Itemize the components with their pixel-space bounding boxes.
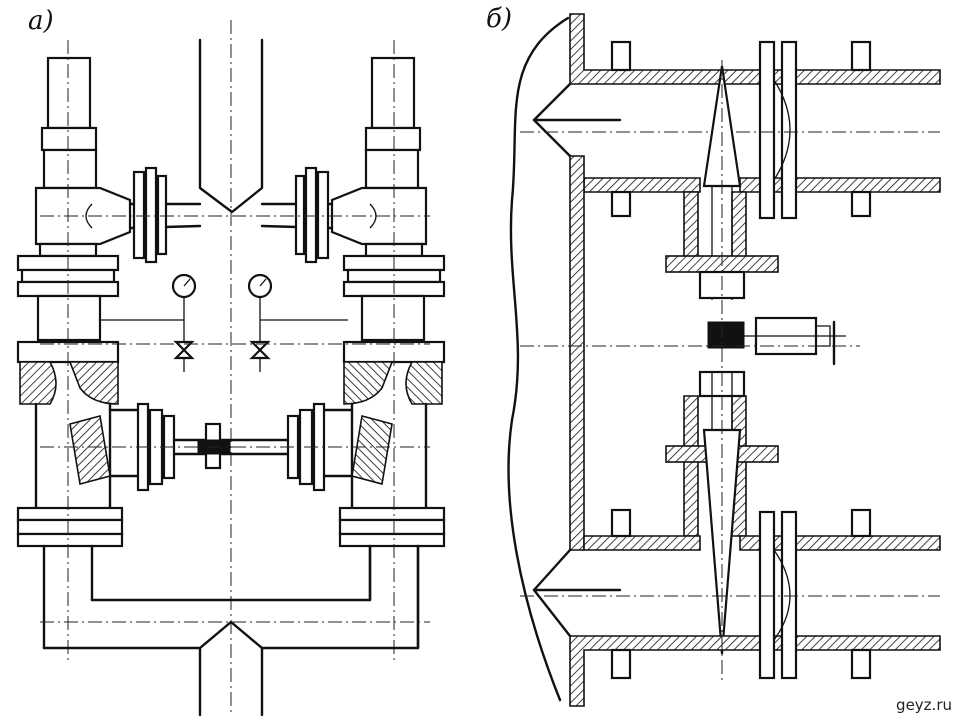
panel-b-drawing [507,13,941,707]
right-pressure-gauge [247,273,348,372]
lower-pipeline [520,60,941,707]
watermark: geyz.ru [896,696,952,714]
bottom-outlet [40,343,430,717]
upper-branch [40,166,430,264]
servo-actuator [520,316,860,366]
runner-shaft-assembly [40,402,430,492]
panel-b-label: б) [486,4,513,34]
panel-a-drawing [16,20,446,717]
panel-a-label: а) [28,6,54,36]
left-column [16,40,132,660]
top-center-pipe [198,38,264,214]
left-pressure-gauge [100,273,197,372]
upper-pipeline [520,13,941,220]
right-column [330,40,446,660]
